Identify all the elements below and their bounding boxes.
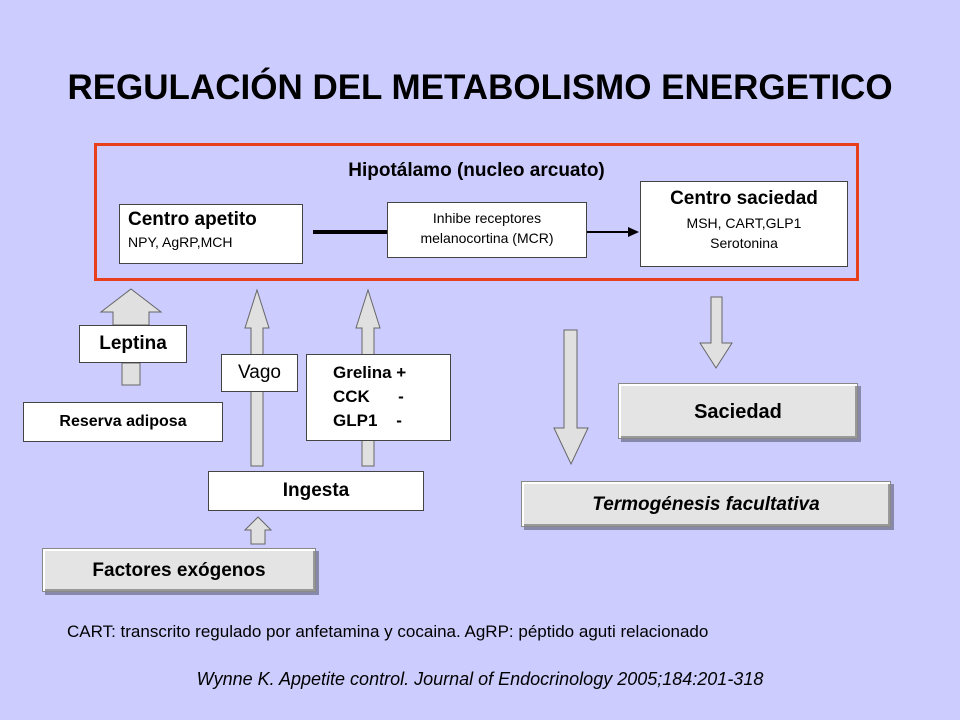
hormones-box: Grelina + CCK - GLP1 - <box>306 354 451 441</box>
termogenesis-down-arrow <box>553 329 589 466</box>
appetite-center-substances: NPY, AgRP,MCH <box>128 234 233 250</box>
saciedad-down-arrow <box>699 296 733 369</box>
reserva-to-leptina-arrow <box>121 362 141 386</box>
inhibits-line-1: Inhibe receptores <box>432 210 542 226</box>
glp1-label: GLP1 - <box>333 411 402 430</box>
leptina-up-arrow <box>99 288 163 326</box>
slide-title: REGULACIÓN DEL METABOLISMO ENERGETICO <box>67 68 893 107</box>
footnote: CART: transcrito regulado por anfetamina… <box>67 622 709 641</box>
leptina-box: Leptina <box>79 325 187 363</box>
hypothalamus-frame <box>94 143 859 281</box>
saciedad-box: Saciedad <box>618 383 858 439</box>
hypothalamus-title: Hipotálamo (nucleo arcuato) <box>348 160 605 181</box>
termogenesis-box: Termogénesis facultativa <box>521 481 891 527</box>
vago-box: Vago <box>221 354 298 392</box>
factores-exogenos-box: Factores exógenos <box>42 548 316 592</box>
ingesta-box: Ingesta <box>208 471 424 511</box>
inhibits-receptors-box: Inhibe receptores melanocortina (MCR) <box>387 202 587 258</box>
satiety-center-heading: Centro saciedad <box>670 188 818 209</box>
grelina-label: Grelina + <box>333 363 407 382</box>
satiety-center-line-2: Serotonina <box>710 235 778 251</box>
satiety-center-box: Centro saciedad MSH, CART,GLP1 Serotonin… <box>640 181 848 267</box>
satiety-center-line-1: MSH, CART,GLP1 <box>686 215 802 231</box>
appetite-center-heading: Centro apetito <box>128 209 257 230</box>
connector-arrow-head <box>628 227 639 237</box>
inhibits-line-2: melanocortina (MCR) <box>420 230 554 246</box>
factores-up-arrow <box>243 516 273 545</box>
appetite-center-box: Centro apetito NPY, AgRP,MCH <box>119 204 303 264</box>
reference: Wynne K. Appetite control. Journal of En… <box>196 669 764 689</box>
reserva-adiposa-box: Reserva adiposa <box>23 402 223 442</box>
cck-label: CCK - <box>333 387 404 406</box>
